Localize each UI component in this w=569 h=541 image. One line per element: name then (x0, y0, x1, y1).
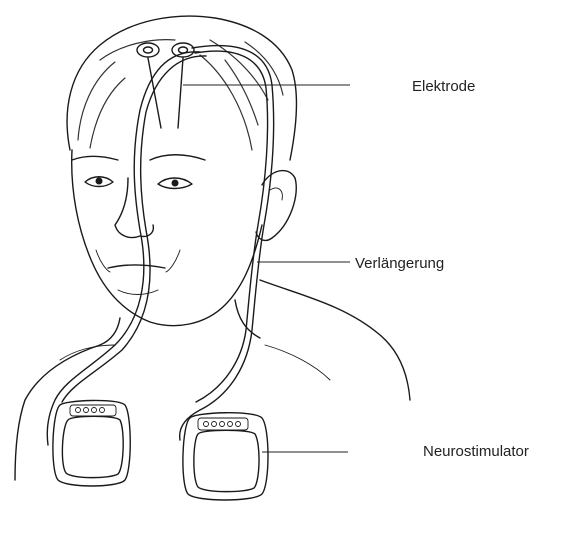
extension-lead (47, 46, 273, 445)
label-extension: Verlängerung (355, 255, 444, 272)
label-neurostimulator: Neurostimulator (423, 443, 529, 460)
torso (15, 280, 410, 480)
hair (67, 16, 296, 160)
neurostimulator-left (53, 400, 130, 486)
label-electrode: Elektrode (412, 78, 475, 95)
neurostimulator-right (183, 413, 268, 500)
